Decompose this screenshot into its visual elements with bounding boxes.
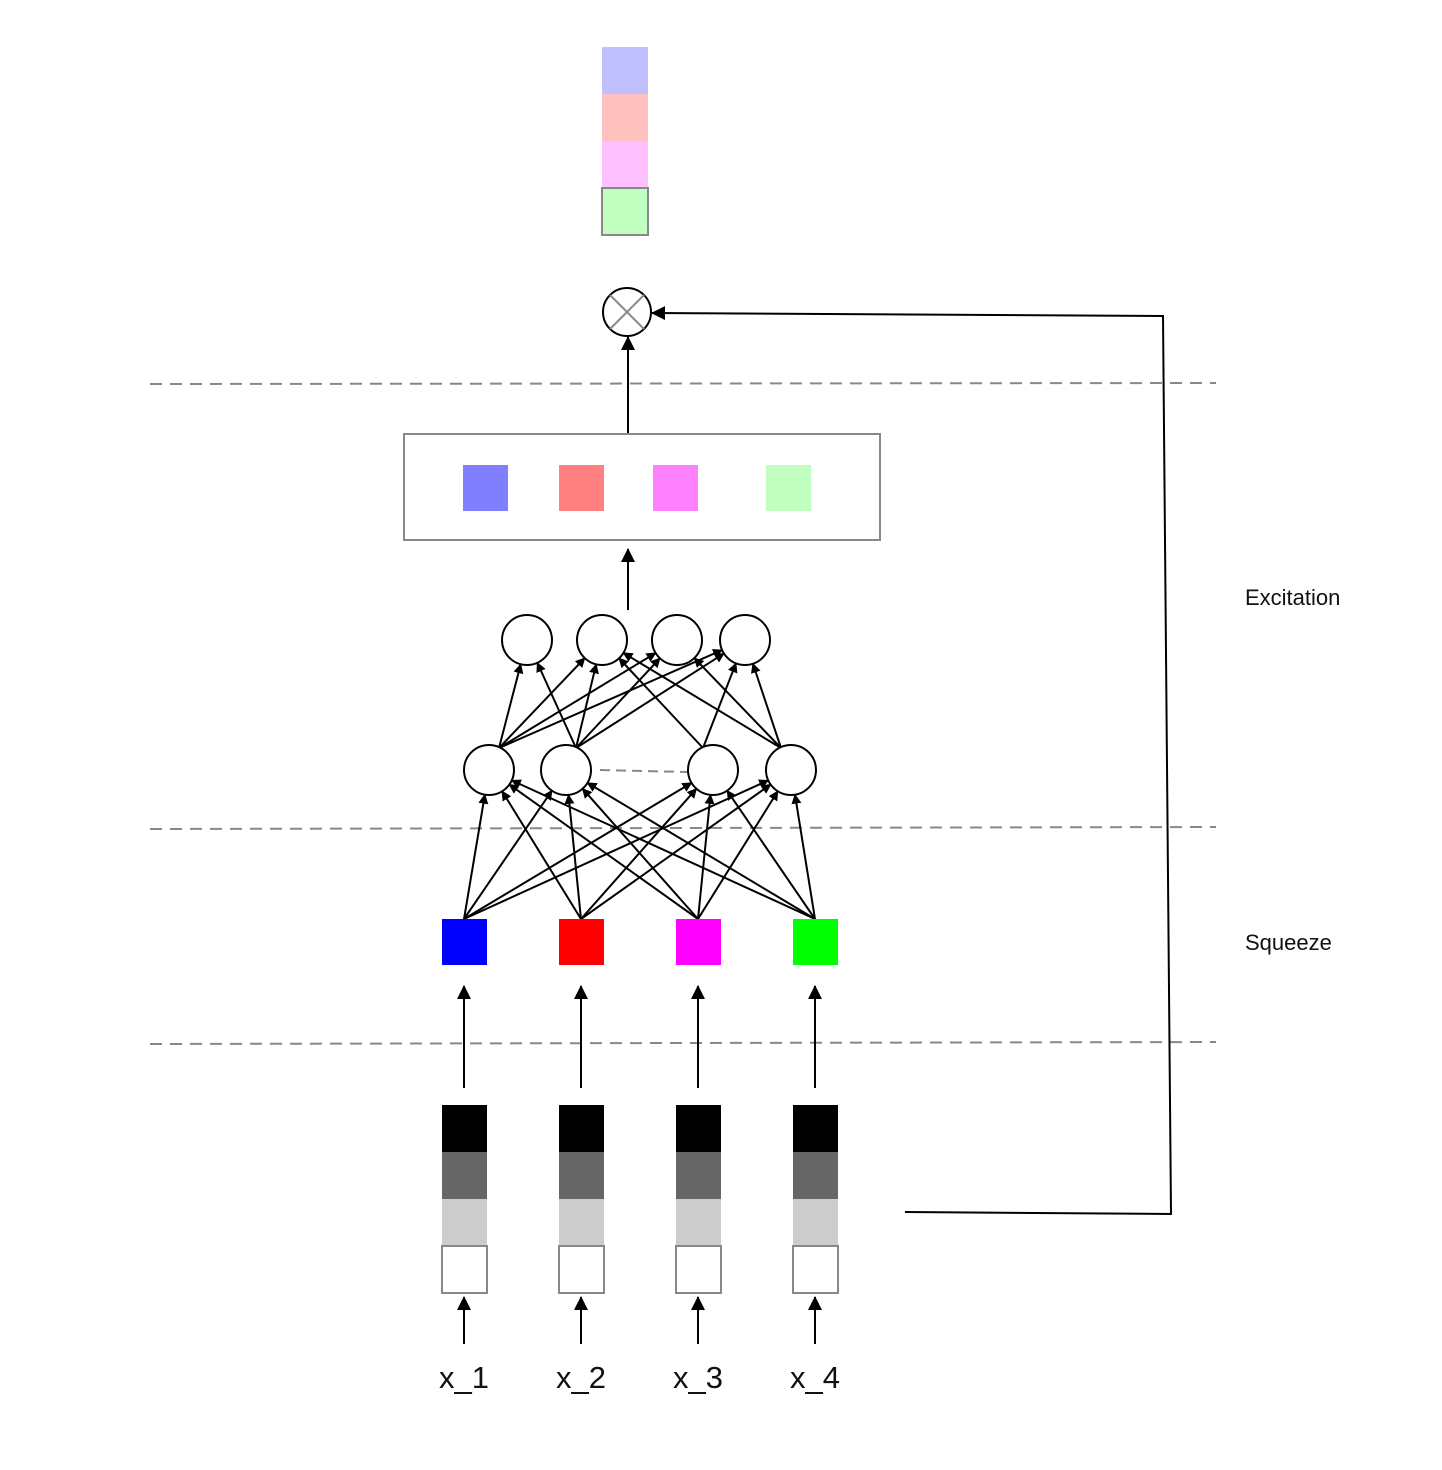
fc-node-layer1 xyxy=(463,744,515,796)
input-labels: x_1 x_2 x_3 x_4 xyxy=(439,1360,840,1395)
feature-cell xyxy=(793,1105,838,1152)
feature-cell xyxy=(793,1199,838,1246)
connection-arrow xyxy=(498,663,524,749)
connection-arrow xyxy=(575,657,661,749)
squeeze-label: Squeeze xyxy=(1245,930,1332,955)
excitation-label: Excitation xyxy=(1245,585,1341,610)
fc-nodes xyxy=(463,614,817,796)
divider-middle xyxy=(149,826,1217,830)
connection-arrow xyxy=(586,781,816,920)
input-stack-4 xyxy=(792,1105,839,1294)
connection-arrow xyxy=(697,790,779,920)
connection-arrow xyxy=(618,657,704,749)
skip-connection-arrow xyxy=(651,306,1173,1216)
squeezed-channel-square xyxy=(442,919,487,965)
output-vector xyxy=(601,47,649,236)
connection-arrow xyxy=(564,793,582,920)
fc-node-layer2 xyxy=(651,614,703,666)
feature-cell xyxy=(675,1245,722,1294)
input-stack-1 xyxy=(441,1105,488,1294)
input-stack-2 xyxy=(558,1105,605,1294)
fc-node-layer1 xyxy=(540,744,592,796)
feature-cell xyxy=(558,1245,605,1294)
feature-cell xyxy=(559,1152,604,1199)
fc-node-layer1 xyxy=(765,744,817,796)
feature-cell xyxy=(442,1152,487,1199)
squeezed-channel-square xyxy=(793,919,838,965)
stage-dividers xyxy=(149,382,1217,1045)
feature-cell xyxy=(676,1152,721,1199)
connection-arrow xyxy=(751,662,782,749)
feature-cell xyxy=(676,1199,721,1246)
connection-arrow xyxy=(510,779,816,920)
fc-connections xyxy=(463,649,816,920)
connection-arrow xyxy=(536,661,577,749)
squeezed-channel-square xyxy=(676,919,721,965)
output-cell xyxy=(602,141,648,188)
feature-cell xyxy=(792,1245,839,1294)
input-feature-stacks xyxy=(441,1105,839,1294)
connection-arrow xyxy=(697,793,715,920)
connection-arrow xyxy=(501,790,582,920)
squeezed-channel-square xyxy=(559,919,604,965)
connection-arrow xyxy=(726,789,816,920)
excitation-weight-square xyxy=(653,465,698,511)
fc-node-layer2 xyxy=(719,614,771,666)
fc-node-layer1 xyxy=(687,744,739,796)
connection-arrow xyxy=(580,787,698,920)
connection-arrow xyxy=(463,781,693,920)
connection-arrow xyxy=(791,793,816,920)
output-cell xyxy=(602,47,648,94)
input-label: x_2 xyxy=(556,1360,606,1395)
feature-cell xyxy=(559,1105,604,1152)
fc-node-layer2 xyxy=(576,614,628,666)
fc-node-layer2 xyxy=(501,614,553,666)
connection-arrow xyxy=(463,793,489,920)
hidden-ellipsis-dash xyxy=(599,769,689,773)
connection-arrow xyxy=(575,663,599,749)
feature-cell xyxy=(793,1152,838,1199)
connection-arrow xyxy=(575,652,725,749)
divider-bottom xyxy=(149,1041,1217,1045)
input-label: x_3 xyxy=(673,1360,723,1395)
connection-arrow xyxy=(463,779,770,920)
excitation-weight-square xyxy=(463,465,508,511)
squeezed-channels xyxy=(442,919,838,965)
connection-arrow xyxy=(581,787,699,920)
feature-cell xyxy=(441,1245,488,1294)
excitation-weight-square xyxy=(559,465,604,511)
connection-arrow xyxy=(498,657,586,749)
excitation-weight-square xyxy=(766,465,811,511)
output-cell xyxy=(601,187,649,236)
connection-arrow xyxy=(702,662,738,749)
connection-arrow xyxy=(693,657,782,749)
input-label: x_1 xyxy=(439,1360,489,1395)
input-stack-3 xyxy=(675,1105,722,1294)
feature-cell xyxy=(676,1105,721,1152)
excitation-weights xyxy=(463,465,811,511)
input-label: x_4 xyxy=(790,1360,840,1395)
divider-top xyxy=(149,382,1217,385)
connection-arrow xyxy=(463,789,553,920)
feature-cell xyxy=(442,1105,487,1152)
output-cell xyxy=(602,94,648,141)
feature-cell xyxy=(559,1199,604,1246)
connection-arrow xyxy=(498,649,724,749)
connection-arrow xyxy=(508,783,699,920)
multiply-operator-icon xyxy=(602,287,652,337)
pooling-arrows xyxy=(457,985,822,1088)
feature-cell xyxy=(442,1199,487,1246)
input-arrows xyxy=(457,1296,822,1344)
connection-arrow xyxy=(622,652,782,749)
